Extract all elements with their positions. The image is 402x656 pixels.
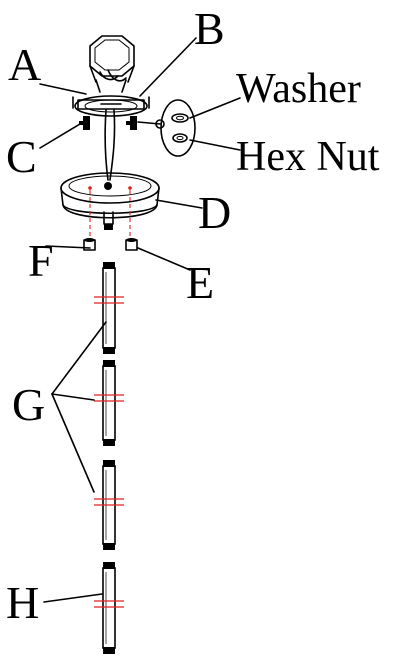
canopy-nuts xyxy=(83,238,138,251)
down-rods xyxy=(94,262,124,654)
label-c: C xyxy=(6,131,37,182)
label-g: G xyxy=(12,379,45,430)
rod-3 xyxy=(94,460,124,550)
mounting-plate xyxy=(72,95,150,117)
hardware-callout xyxy=(155,97,241,157)
label-hex-nut: Hex Nut xyxy=(236,134,380,180)
canopy xyxy=(60,172,160,230)
label-b: B xyxy=(194,3,225,54)
rod-2 xyxy=(94,360,124,446)
lead-wire xyxy=(104,109,116,181)
rod-4 xyxy=(94,562,124,654)
mounting-screws xyxy=(79,116,161,130)
label-e: E xyxy=(186,257,214,308)
label-washer: Washer xyxy=(236,66,361,112)
rod-1 xyxy=(94,262,124,354)
label-d: D xyxy=(198,187,231,238)
junction-box xyxy=(89,35,135,93)
label-h: H xyxy=(6,577,39,628)
label-a: A xyxy=(8,39,41,90)
label-f: F xyxy=(28,235,54,286)
leader-lines xyxy=(39,37,203,603)
